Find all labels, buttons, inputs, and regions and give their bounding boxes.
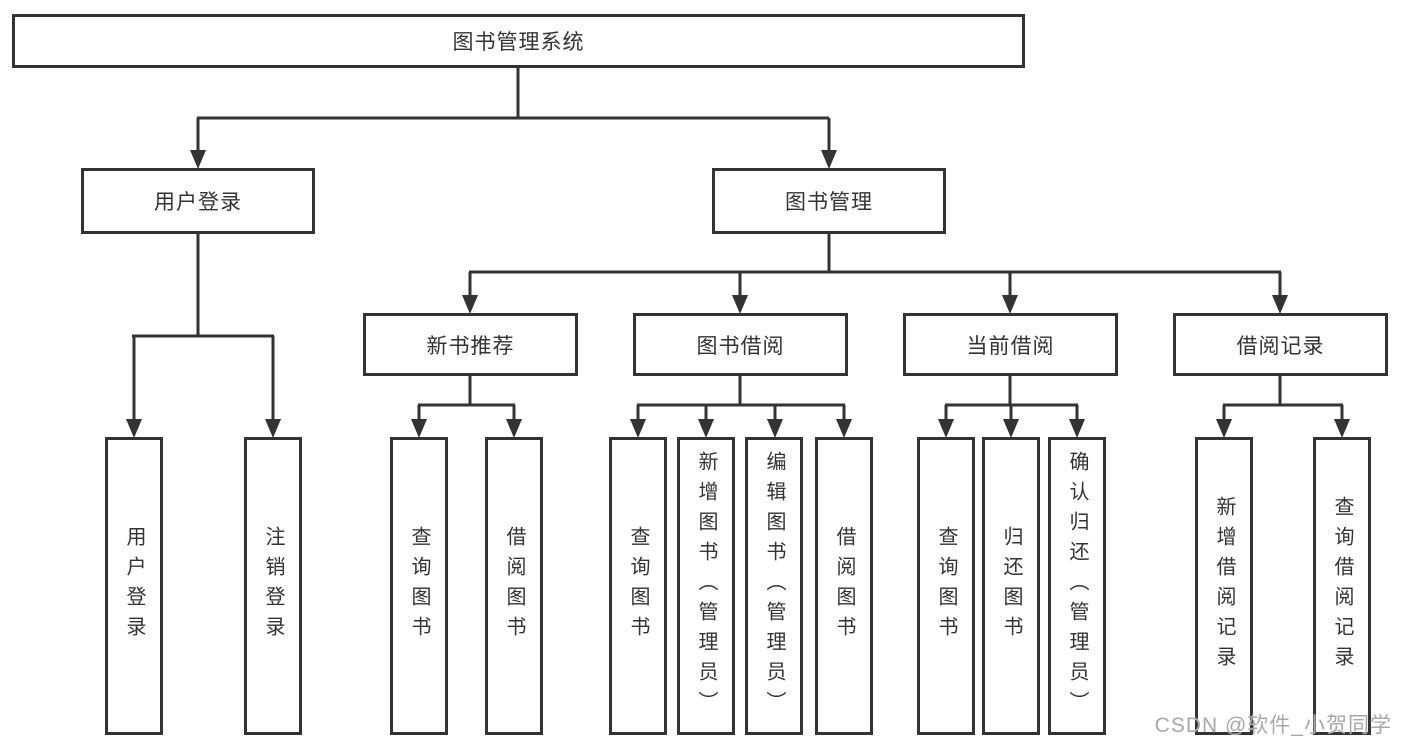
node-label: 新增图书（管理员） [695,451,717,721]
node-borrow-books-leaf: 借阅图书 [815,437,873,735]
node-library-management-system: 图书管理系统 [12,14,1025,68]
node-logout: 注销登录 [244,437,302,735]
node-new-book-recommendation: 新书推荐 [363,313,578,376]
csdn-watermark: CSDN @软件_小贺同学 [1154,714,1392,737]
node-label: 新增借阅记录 [1213,496,1235,676]
node-label: 查询借阅记录 [1331,496,1353,676]
node-label: 借阅图书 [503,526,525,646]
node-label: 查询图书 [408,526,430,646]
node-label: 归还图书 [1000,526,1022,646]
node-query-borrow-record: 查询借阅记录 [1313,437,1371,735]
node-label: 借阅图书 [833,526,855,646]
arrowhead-icons [126,150,1350,438]
node-label: 用户登录 [123,526,145,646]
node-add-books-admin: 新增图书（管理员） [677,437,735,735]
node-label: 查询图书 [627,526,649,646]
node-book-borrowing: 图书借阅 [633,313,848,376]
node-confirm-return-admin: 确认归还（管理员） [1048,437,1106,735]
node-borrowing-records: 借阅记录 [1173,313,1388,376]
node-edit-books-admin: 编辑图书（管理员） [745,437,803,735]
node-label: 编辑图书（管理员） [763,451,785,721]
node-label: 查询图书 [935,526,957,646]
node-query-books-borrowing: 查询图书 [609,437,667,735]
node-query-books-current: 查询图书 [917,437,975,735]
node-query-books-recommend: 查询图书 [390,437,448,735]
node-current-borrowing: 当前借阅 [903,313,1118,376]
node-add-borrow-record: 新增借阅记录 [1195,437,1253,735]
node-user-login: 用户登录 [81,168,315,234]
node-label: 确认归还（管理员） [1066,451,1088,721]
node-return-books: 归还图书 [982,437,1040,735]
node-borrow-books-recommend: 借阅图书 [485,437,543,735]
node-label: 注销登录 [262,526,284,646]
node-book-management: 图书管理 [712,168,946,234]
node-user-login-leaf: 用户登录 [105,437,163,735]
